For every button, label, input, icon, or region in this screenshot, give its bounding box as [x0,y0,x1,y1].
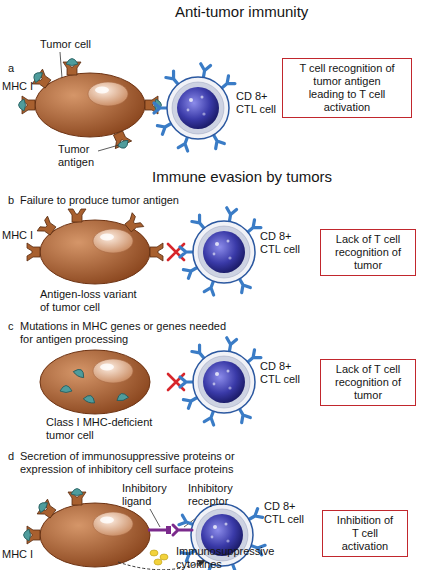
cytokines [150,550,168,565]
part-label: Antigen-loss variant of tumor cell [40,288,144,314]
leader-line [60,52,62,78]
tumor-cell [35,73,145,137]
outcome-box: Inhibition of T cell activation [322,510,408,557]
part-label: Immunosuppressive cytokines [176,545,280,570]
mhc-antigen [19,96,36,114]
box-text: Lack of T cell recognition of tumor [327,233,409,272]
mhc-antigen [24,526,41,544]
panel-heading: Secretion of immunosuppressive proteins … [20,450,255,476]
box-text: Lack of T cell recognition of tumor [327,363,409,402]
part-label: Tumor antigen [58,143,108,169]
tumor-cell [40,350,150,414]
mhc-antigen [68,489,86,506]
part-label: CD 8+ CTL cell [260,230,312,256]
part-label: MHC I [2,229,33,242]
panel-heading: Failure to produce tumor antigen [20,194,179,207]
part-label: MHC I [2,548,33,561]
leader-line [98,145,119,151]
inhibitory-ligand [148,526,171,534]
part-label: Inhibitory ligand [122,482,174,508]
part-label: CD 8+ CTL cell [236,90,280,116]
tumor-antigen [83,394,97,405]
part-label: CD 8+ CTL cell [260,360,312,386]
outcome-box: Lack of T cell recognition of tumor [320,359,416,406]
part-label: CD 8+ CTL cell [264,500,316,526]
panel-letter: a [8,62,14,75]
outcome-box: Lack of T cell recognition of tumor [320,229,416,276]
mhc-molecule [150,243,163,261]
outcome-box: T cell recognition of tumor antigen lead… [282,58,412,118]
mhc-molecule [27,243,40,261]
panel-letter: c [8,320,14,333]
mhc-antigen [63,59,81,76]
mhc-molecule [68,209,86,222]
mhc-antigen [110,129,133,152]
part-label: Tumor cell [40,38,91,51]
mhc-molecule [37,216,58,238]
mhc-antigen [145,96,162,114]
tumor-cell [40,503,150,567]
ctl-cell [154,64,235,151]
box-text: T cell recognition of tumor antigen lead… [298,62,396,114]
part-label: Class I MHC-deficient tumor cell [46,416,158,442]
mhc-molecule [122,213,144,235]
part-label: MHC I [2,80,33,93]
tumor-antigen [73,367,87,379]
mhc-antigen [34,497,58,521]
panel-letter: d [8,450,14,463]
tumor-antigen [60,386,72,393]
ctl-cell [180,338,261,425]
panel-letter: b [8,194,14,207]
part-label: Inhibitory receptor [188,482,244,508]
inhibitory-receptor [173,525,192,535]
leader-line [150,509,160,527]
ctl-cell [180,208,261,295]
tumor-antigen [116,392,129,402]
box-text: Inhibition of T cell activation [335,514,395,553]
panel-heading: Mutations in MHC genes or genes needed f… [20,320,232,346]
figure-title: Anti-tumor immunity [175,3,308,21]
section-heading: Immune evasion by tumors [152,168,332,186]
